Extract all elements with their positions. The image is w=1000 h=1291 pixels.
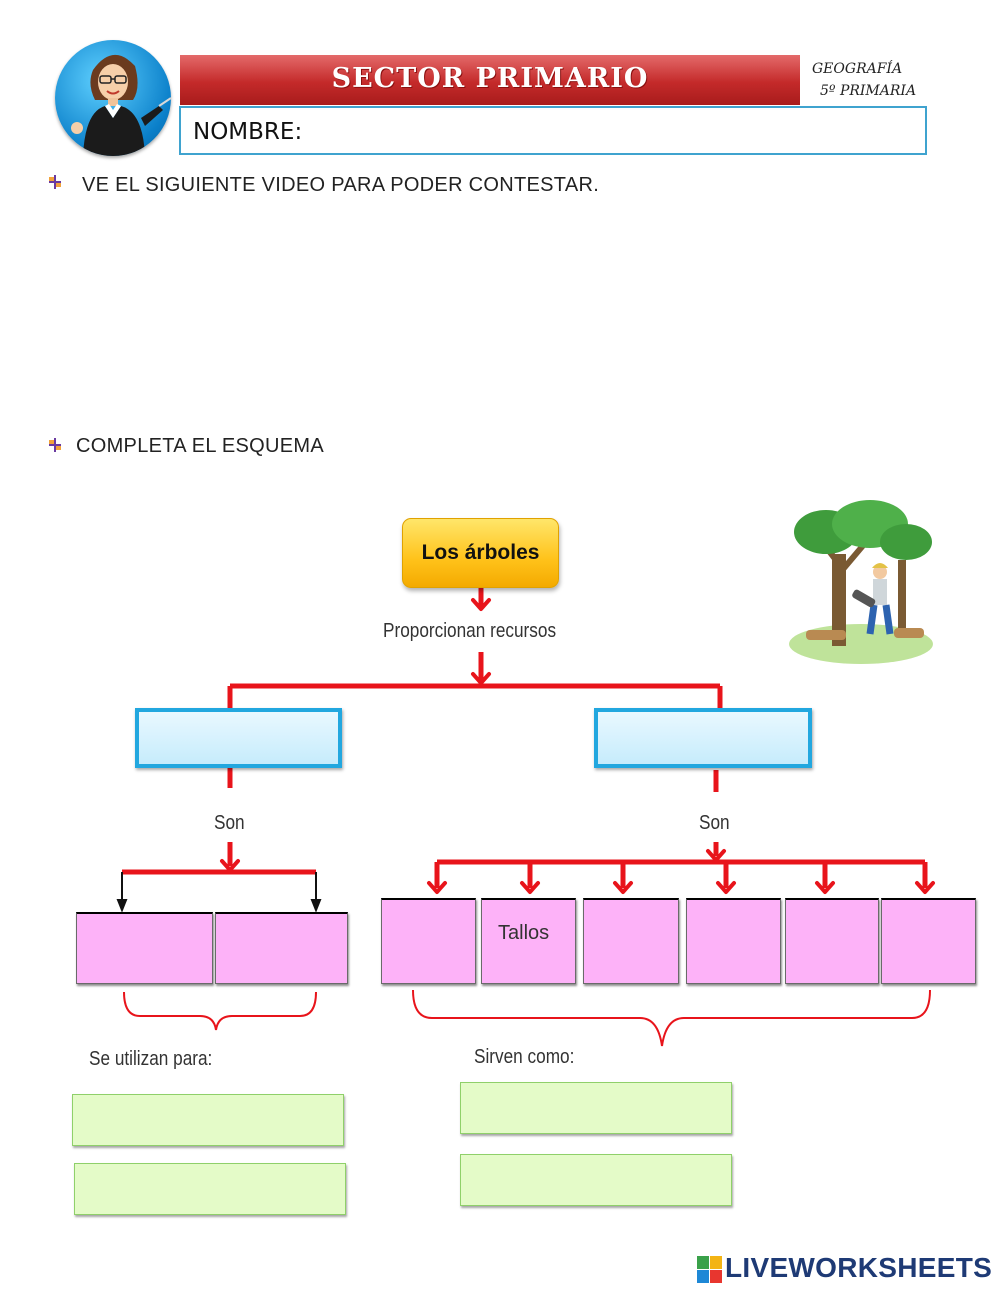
bullet-icon bbox=[47, 174, 63, 194]
answer-tallos: Tallos bbox=[498, 922, 550, 944]
answer-box-left-1[interactable] bbox=[76, 912, 213, 984]
answer-box-left-2[interactable] bbox=[215, 912, 348, 984]
video-instruction: VE EL SIGUIENTE VIDEO PARA PODER CONTEST… bbox=[82, 174, 600, 196]
answer-box-right-5[interactable] bbox=[785, 898, 879, 984]
resource-answer-box-right[interactable] bbox=[594, 708, 812, 768]
name-label: NOMBRE: bbox=[193, 119, 303, 145]
subject-grade: 5º PRIMARIA bbox=[820, 83, 917, 99]
subject-label: GEOGRAFÍA 5º PRIMARIA bbox=[812, 58, 916, 102]
connector-label: Proporcionan recursos bbox=[383, 620, 557, 642]
subject-name: GEOGRAFÍA bbox=[812, 61, 903, 77]
teacher-avatar bbox=[55, 40, 171, 156]
son-label-right: Son bbox=[699, 812, 730, 834]
title-banner bbox=[180, 55, 800, 105]
scheme-instruction: COMPLETA EL ESQUEMA bbox=[76, 435, 324, 457]
answer-box-right-3[interactable] bbox=[583, 898, 679, 984]
liveworksheets-brand: LIVEWORKSHEETS bbox=[725, 1252, 993, 1283]
use-answer-box-right-1[interactable] bbox=[460, 1082, 732, 1134]
use-answer-box-right-2[interactable] bbox=[460, 1154, 732, 1206]
answer-box-right-4[interactable] bbox=[686, 898, 781, 984]
use-label-left: Se utilizan para: bbox=[89, 1048, 213, 1070]
liveworksheets-logo-icon bbox=[697, 1256, 723, 1288]
root-node: Los árboles bbox=[402, 518, 559, 588]
answer-box-right-2[interactable]: Tallos bbox=[481, 898, 576, 984]
use-answer-box-left-1[interactable] bbox=[72, 1094, 344, 1146]
bullet-icon bbox=[47, 437, 63, 457]
resource-answer-box-left[interactable] bbox=[135, 708, 342, 768]
use-answer-box-left-2[interactable] bbox=[74, 1163, 346, 1215]
answer-box-right-6[interactable] bbox=[881, 898, 976, 984]
use-label-right: Sirven como: bbox=[474, 1046, 575, 1068]
son-label-left: Son bbox=[214, 812, 245, 834]
page-title: SECTOR PRIMARIO bbox=[331, 63, 649, 94]
woodcutter-illustration bbox=[786, 494, 936, 666]
answer-box-right-1[interactable] bbox=[381, 898, 476, 984]
name-field[interactable] bbox=[179, 106, 927, 155]
